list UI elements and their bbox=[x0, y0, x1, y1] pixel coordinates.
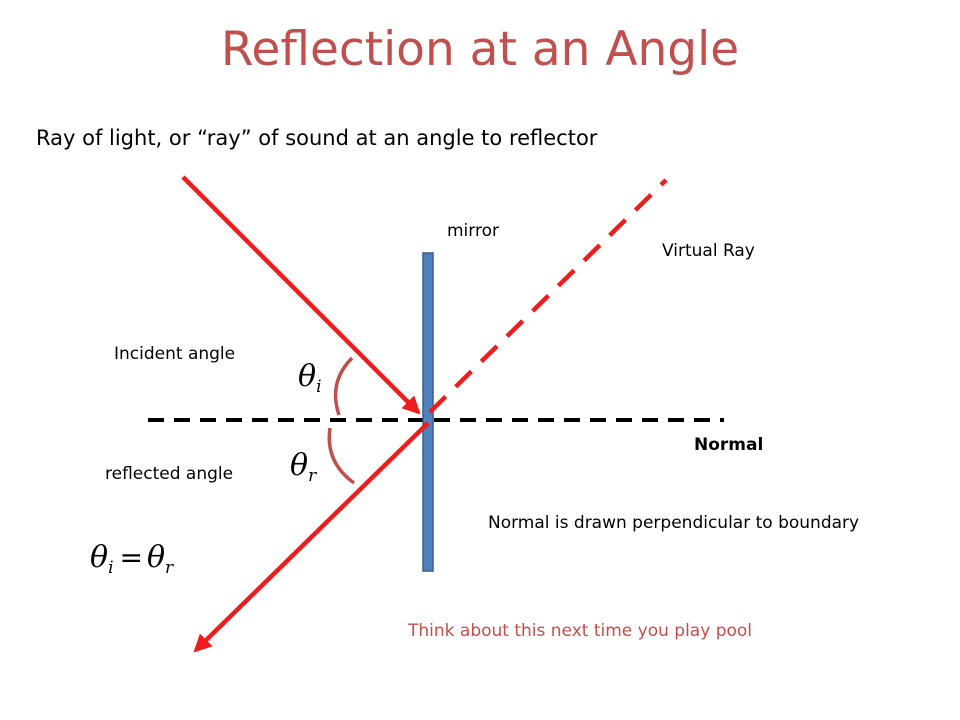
subscript-r: r bbox=[308, 466, 317, 486]
theta-i-symbol: θi bbox=[298, 359, 322, 397]
pool-note: Think about this next time you play pool bbox=[407, 621, 752, 641]
theta-glyph: θ bbox=[298, 359, 316, 394]
reflected-angle-arc bbox=[327, 427, 356, 485]
subscript-i: i bbox=[108, 558, 113, 578]
incident-angle-label: Incident angle bbox=[114, 344, 235, 364]
virtual-ray-label: Virtual Ray bbox=[662, 241, 755, 261]
theta-r-symbol: θr bbox=[290, 448, 317, 486]
mirror-label: mirror bbox=[447, 221, 499, 241]
reflected-angle-label: reflected angle bbox=[105, 464, 233, 484]
incident-angle-arc bbox=[333, 356, 354, 416]
virtual-ray bbox=[428, 178, 668, 414]
normal-label: Normal bbox=[694, 435, 763, 455]
reflected-ray bbox=[193, 421, 430, 653]
angle-equation: θi=θr bbox=[90, 540, 174, 578]
equals-sign: = bbox=[120, 541, 143, 574]
subscript-r: r bbox=[165, 558, 174, 578]
incident-ray bbox=[181, 175, 421, 415]
theta-glyph: θ bbox=[290, 448, 308, 483]
theta-glyph: θ bbox=[90, 540, 108, 575]
normal-note: Normal is drawn perpendicular to boundar… bbox=[488, 513, 859, 533]
subtitle: Ray of light, or “ray” of sound at an an… bbox=[36, 126, 598, 150]
theta-glyph: θ bbox=[147, 540, 165, 575]
subscript-i: i bbox=[316, 377, 321, 397]
slide-title: Reflection at an Angle bbox=[220, 22, 740, 77]
